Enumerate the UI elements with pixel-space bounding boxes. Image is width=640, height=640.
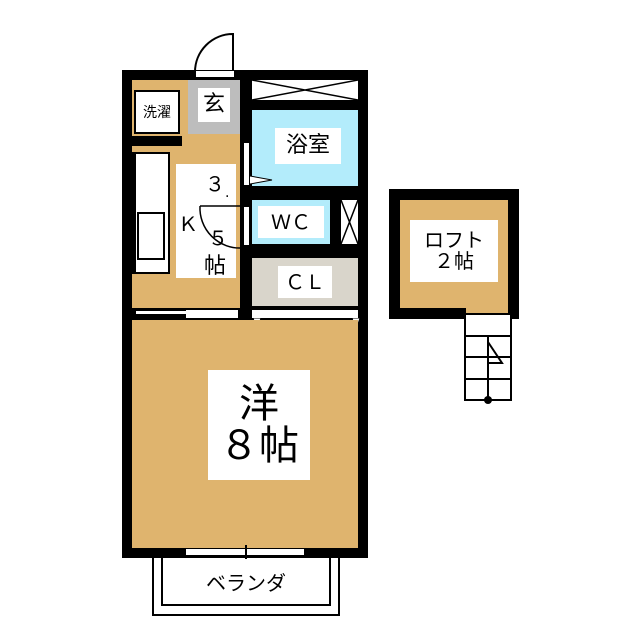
loft-label-box: ロフト ２帖 bbox=[410, 220, 498, 282]
window-cross-icon bbox=[252, 80, 358, 100]
center-wall bbox=[240, 80, 250, 308]
bathroom-door bbox=[243, 142, 250, 186]
loft-label-name: ロフト bbox=[424, 228, 484, 252]
kitchen-label-k: Ｋ bbox=[178, 212, 198, 236]
loft-label-size: ２帖 bbox=[434, 249, 474, 273]
kitchen-room-door-left bbox=[136, 311, 186, 314]
laundry-area: 洗濯 bbox=[134, 90, 180, 134]
laundry-label: 洗濯 bbox=[143, 105, 171, 121]
loft-ladder-icon bbox=[464, 313, 512, 404]
wc-door-swing-icon bbox=[199, 205, 243, 249]
balcony-window-divider bbox=[245, 545, 247, 559]
bathroom-door-arrow-icon bbox=[250, 175, 273, 185]
closet-label: ＣＬ bbox=[278, 266, 332, 298]
kitchen-label-box bbox=[176, 164, 236, 278]
kitchen-sink-icon bbox=[137, 212, 165, 260]
western-room-label-box: 洋 ８帖 bbox=[208, 370, 310, 480]
kitchen-room-door bbox=[186, 310, 238, 318]
kitchen-label-dot: . bbox=[225, 185, 230, 201]
kitchen-label-jo: 帖 bbox=[204, 254, 227, 279]
entrance-door-opening bbox=[195, 70, 235, 78]
closet-door bbox=[252, 310, 358, 318]
kitchen-label-3: ３ bbox=[205, 172, 225, 196]
balcony-inner: ベランダ bbox=[161, 558, 331, 606]
wc-label: ＷＣ bbox=[258, 206, 324, 238]
bathroom-label: 浴室 bbox=[275, 128, 341, 164]
entrance-label: 玄 bbox=[198, 88, 230, 122]
balcony-outer bbox=[152, 558, 340, 616]
western-room-label-type: 洋 bbox=[239, 381, 279, 427]
western-room-label-size: ８帖 bbox=[219, 423, 299, 469]
entrance-door-swing-icon bbox=[194, 32, 234, 73]
balcony-label: ベランダ bbox=[206, 570, 286, 595]
wc-window-cross-icon bbox=[341, 200, 358, 244]
laundry-wall bbox=[132, 136, 182, 146]
wc-door bbox=[243, 206, 250, 246]
